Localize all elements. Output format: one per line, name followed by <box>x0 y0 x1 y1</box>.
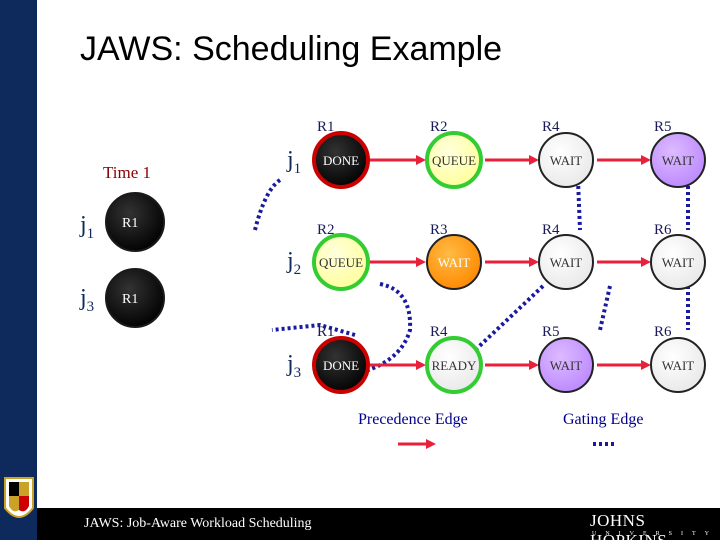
node-status: DONE <box>323 153 359 168</box>
node-status: READY <box>432 358 477 373</box>
resource-label: R5 <box>542 324 560 340</box>
node-done <box>312 336 370 394</box>
node-wait <box>538 132 594 188</box>
gating-edge <box>271 322 356 337</box>
footer-title: JAWS: Job-Aware Workload Scheduling <box>84 516 312 531</box>
resource-label: R2 <box>317 222 335 238</box>
brand-subtitle: UNIVERSITY <box>592 531 718 537</box>
node-resource-label: R1 <box>122 216 138 231</box>
node-wait <box>650 132 706 188</box>
node-status: WAIT <box>550 358 583 373</box>
node-wait <box>650 234 706 290</box>
node-status: WAIT <box>438 255 471 270</box>
node-queue <box>312 233 370 291</box>
legend-precedence-label: Precedence Edge <box>358 411 468 428</box>
resource-label: R1 <box>317 324 335 340</box>
node-status: WAIT <box>662 153 695 168</box>
row-job-label: j2 <box>286 248 301 278</box>
resource-label: R4 <box>542 119 560 135</box>
node-done <box>312 131 370 189</box>
node-status: WAIT <box>662 358 695 373</box>
resource-label: R6 <box>654 324 672 340</box>
row-job-label: j1 <box>286 147 301 177</box>
resource-label: R4 <box>430 324 448 340</box>
node-wait <box>538 337 594 393</box>
resource-label: R3 <box>430 222 448 238</box>
resource-label: R4 <box>542 222 560 238</box>
node-ready <box>425 336 483 394</box>
resource-label: R2 <box>430 119 448 135</box>
legend-gating-label: Gating Edge <box>563 411 643 428</box>
gating-edge <box>253 178 282 231</box>
footer-bar <box>37 508 720 540</box>
gating-edge <box>349 282 413 377</box>
left-job-1: j1 R1 <box>79 192 165 252</box>
gating-edges <box>253 178 690 377</box>
resource-label: R6 <box>654 222 672 238</box>
left-job-3: j3 R1 <box>79 268 165 328</box>
job-node <box>105 192 165 252</box>
node-status: QUEUE <box>432 153 476 168</box>
gating-edge <box>576 179 582 231</box>
node-status: WAIT <box>550 255 583 270</box>
node-wait <box>426 234 482 290</box>
time-label: Time 1 <box>103 163 152 182</box>
row-job-label: j3 <box>286 351 301 381</box>
node-status: QUEUE <box>319 255 363 270</box>
node-wait <box>538 234 594 290</box>
university-seal-icon <box>1 470 37 540</box>
gating-edge <box>468 284 545 357</box>
left-sidebar-bar <box>0 0 37 540</box>
node-status: WAIT <box>662 255 695 270</box>
node-resource-label: R1 <box>122 292 138 307</box>
resource-label: R1 <box>317 119 335 135</box>
node-queue <box>425 131 483 189</box>
precedence-edges <box>367 155 651 370</box>
slide-title: JAWS: Scheduling Example <box>80 30 503 68</box>
node-status: DONE <box>323 358 359 373</box>
resource-label: R5 <box>654 119 672 135</box>
job-label: j3 <box>79 285 94 315</box>
gating-edge <box>598 285 612 331</box>
node-wait <box>650 337 706 393</box>
job-label: j1 <box>79 212 94 242</box>
node-status: WAIT <box>550 153 583 168</box>
job-node <box>105 268 165 328</box>
